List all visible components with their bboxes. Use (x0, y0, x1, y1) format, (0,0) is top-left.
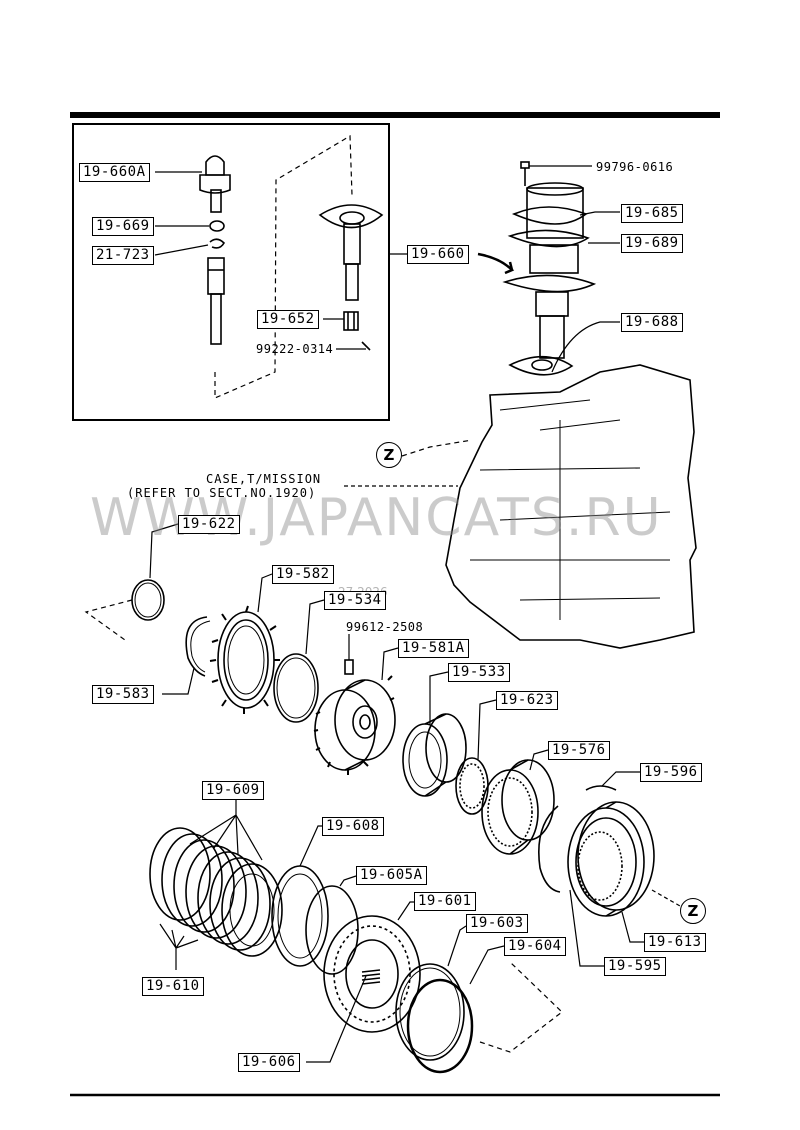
transmission-case-outline (445, 364, 697, 649)
label-19-688: 19-688 (621, 313, 683, 332)
leader-583 (162, 667, 195, 695)
label-19-603: 19-603 (466, 914, 528, 933)
label-19-623: 19-623 (496, 691, 558, 710)
label-19-610: 19-610 (142, 977, 204, 996)
label-19-605A: 19-605A (356, 866, 427, 885)
leader-595 (569, 889, 604, 967)
leader-613 (621, 911, 644, 943)
z-dashed-bottom (651, 889, 681, 907)
assembly-arrow-icon (477, 252, 515, 275)
label-99612-2508: 99612-2508 (346, 620, 424, 634)
leader-534 (305, 599, 325, 655)
seal-604-icon (406, 978, 474, 1074)
small-clip-596-icon (585, 785, 617, 791)
leader-581A (381, 647, 399, 681)
label-19-685: 19-685 (621, 204, 683, 223)
label-19-652: 19-652 (257, 310, 319, 329)
planetary-carrier-icon (313, 675, 396, 775)
inset-dashed-path (214, 134, 353, 399)
seal-603-icon (395, 963, 465, 1061)
leader-604 (469, 945, 505, 985)
sleeve-part-icon (199, 155, 231, 213)
snap-ring-534-icon (273, 653, 319, 723)
pin-part-icon (361, 341, 371, 351)
reference-marker-z-top: Z (376, 442, 402, 468)
spring-605A-icon (305, 885, 359, 975)
leader-606 (306, 975, 367, 1063)
dashed-604 (479, 961, 563, 1053)
leader-603 (447, 925, 467, 967)
clutch-drum-533-icon (402, 713, 467, 797)
label-19-669: 19-669 (92, 217, 154, 236)
header-rule (70, 112, 720, 118)
inset-shaft-icon (207, 257, 225, 345)
label-19-604: 19-604 (504, 937, 566, 956)
right-leaders (529, 165, 620, 373)
label-99796-0616: 99796-0616 (596, 160, 674, 174)
label-19-581A: 19-581A (398, 639, 469, 658)
label-19-533: 19-533 (448, 663, 510, 682)
label-19-689: 19-689 (621, 234, 683, 253)
label-19-582: 19-582 (272, 565, 334, 584)
label-19-576: 19-576 (548, 741, 610, 760)
ring-gear-582-icon (209, 605, 280, 714)
label-19-595: 19-595 (604, 957, 666, 976)
clutch-assembly-613-icon (567, 801, 655, 917)
label-99222-0314: 99222-0314 (256, 342, 334, 356)
leader-582 (257, 573, 273, 613)
leader-533 (429, 671, 449, 724)
leader-605A (339, 875, 357, 887)
driven-gear-icon (343, 311, 359, 331)
label-19-534: 19-534 (324, 591, 386, 610)
label-19-608: 19-608 (322, 817, 384, 836)
snap-ring-622-icon (131, 579, 165, 621)
leader-608 (299, 825, 322, 867)
inset-leaders (154, 171, 366, 350)
clip-part-icon (209, 238, 225, 249)
leader-601 (397, 901, 414, 921)
retaining-plate-608-icon (271, 865, 329, 967)
leader-610 (159, 923, 199, 970)
reference-marker-z-bottom: Z (680, 898, 706, 924)
clutch-hub-576-icon (481, 759, 555, 855)
label-19-606: 19-606 (238, 1053, 300, 1072)
case-note-line1: CASE,T/MISSION (206, 472, 322, 486)
leader-596 (601, 771, 640, 787)
z-dashed-top (401, 439, 473, 457)
case-detail-lines (470, 399, 671, 620)
label-19-583: 19-583 (92, 685, 154, 704)
label-19-596: 19-596 (640, 763, 702, 782)
label-19-660A: 19-660A (79, 163, 150, 182)
leader-623 (477, 699, 497, 761)
snap-ring-595-icon (538, 805, 561, 893)
roll-pin-icon (344, 659, 354, 675)
nut-part-icon (209, 220, 225, 232)
leader-622 (149, 523, 179, 579)
inset-flange-icon (318, 204, 384, 301)
leader-609 (189, 800, 263, 861)
label-19-613: 19-613 (644, 933, 706, 952)
label-19-609: 19-609 (202, 781, 264, 800)
piston-601-icon (323, 915, 421, 1033)
label-19-622: 19-622 (178, 515, 240, 534)
leader-576 (529, 749, 549, 771)
inset-frame (72, 123, 390, 421)
label-19-601: 19-601 (414, 892, 476, 911)
speedometer-assembly-icon (502, 161, 597, 376)
label-19-660: 19-660 (407, 245, 469, 264)
case-note-line2: (REFER TO SECT.NO.1920) (127, 486, 317, 500)
clutch-plates-icon (149, 827, 283, 957)
label-21-723: 21-723 (92, 246, 154, 265)
dashed-622 (84, 599, 133, 641)
snap-ring-583-icon (185, 616, 208, 677)
